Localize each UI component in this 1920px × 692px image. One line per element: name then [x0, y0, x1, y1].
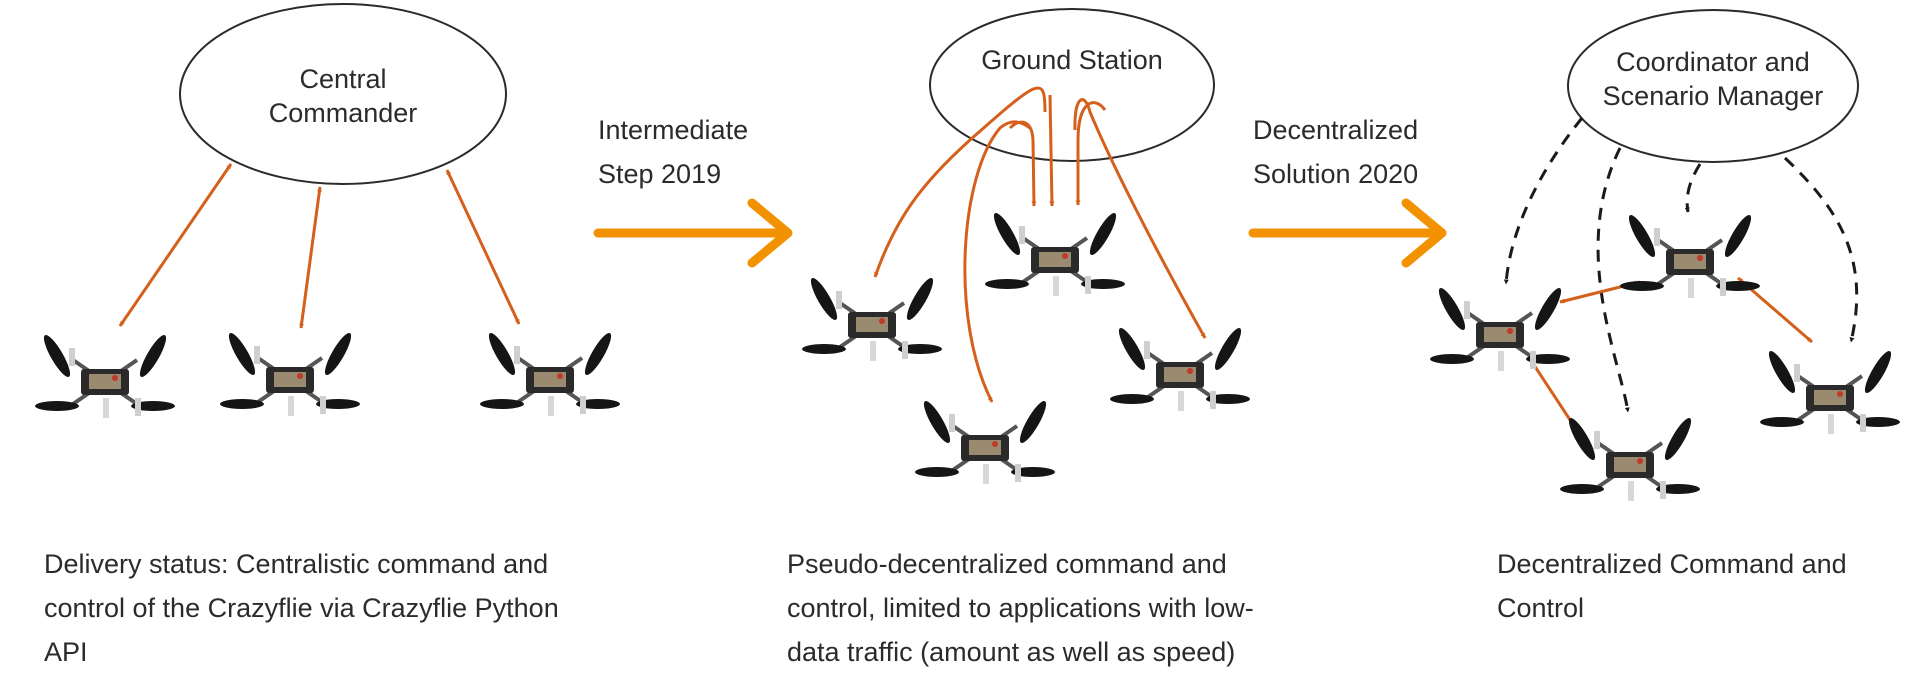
dashed-link-coordinator-drone-right — [1783, 156, 1859, 343]
transition-label-2: Decentralized Solution 2020 — [1253, 112, 1418, 192]
caption-line: Decentralized Command and — [1497, 549, 1847, 579]
drone-icon — [800, 273, 944, 363]
drone-icon — [983, 208, 1127, 298]
dashed-link-coordinator-drone-bottom — [1596, 147, 1630, 413]
caption-stage-3: Decentralized Command and Control — [1497, 542, 1907, 630]
drone-icon — [1428, 283, 1572, 373]
ground-station-label: Ground Station — [950, 43, 1194, 77]
drone-icon — [1618, 210, 1762, 300]
central-commander-label: Central Commander — [230, 62, 456, 130]
transition-arrow-1 — [593, 198, 793, 268]
transition-arrow-2 — [1248, 198, 1447, 268]
node-label-line: Central — [299, 64, 387, 94]
node-label-line: Coordinator and — [1616, 47, 1810, 77]
link-ground-to-drone-center-2 — [1048, 94, 1055, 207]
caption-stage-1: Delivery status: Centralistic command an… — [44, 542, 624, 674]
caption-line: Delivery status: Centralistic command an… — [44, 549, 549, 579]
caption-line: data traffic (amount as well as speed) — [787, 637, 1236, 667]
drone-icon — [1558, 413, 1702, 503]
drone-icon — [218, 328, 362, 418]
transition-label-1: Intermediate Step 2019 — [598, 112, 748, 192]
caption-line: control of the Crazyflie via Crazyflie P… — [44, 593, 559, 623]
transition-label-line: Solution 2020 — [1253, 159, 1419, 189]
drone-icon — [1758, 346, 1902, 436]
transition-label-line: Step 2019 — [598, 159, 722, 189]
caption-stage-2: Pseudo-decentralized command and control… — [787, 542, 1347, 674]
caption-line: Control — [1497, 593, 1585, 623]
node-label-line: Ground Station — [981, 45, 1163, 75]
link-ground-to-drone-left — [873, 86, 1047, 278]
caption-line: control, limited to applications with lo… — [787, 593, 1254, 623]
drone-icon — [478, 328, 622, 418]
coordinator-node — [1567, 9, 1859, 163]
link-commander-drone-1 — [118, 163, 233, 327]
dashed-link-coordinator-drone-top — [1684, 163, 1702, 213]
ground-station-node — [929, 8, 1215, 162]
coordinator-label: Coordinator and Scenario Manager — [1573, 45, 1853, 113]
caption-line: API — [44, 637, 88, 667]
dashed-link-coordinator-drone-left — [1503, 117, 1584, 285]
drone-icon — [33, 330, 177, 420]
link-ground-to-drone-bottom — [963, 120, 1031, 403]
link-ground-to-drone-center-3 — [1073, 98, 1207, 339]
drone-icon — [913, 396, 1057, 486]
link-commander-drone-3 — [445, 169, 521, 325]
link-commander-drone-2 — [299, 186, 322, 329]
drone-icon — [1108, 323, 1252, 413]
transition-label-line: Decentralized — [1253, 115, 1419, 145]
node-label-line: Commander — [268, 98, 418, 128]
transition-label-line: Intermediate — [598, 115, 749, 145]
central-commander-node — [179, 3, 507, 185]
link-ground-to-drone-center-1 — [1008, 120, 1037, 207]
caption-line: Pseudo-decentralized command and — [787, 549, 1227, 579]
link-ground-to-drone-right — [1075, 101, 1107, 206]
node-label-line: Scenario Manager — [1602, 81, 1824, 111]
